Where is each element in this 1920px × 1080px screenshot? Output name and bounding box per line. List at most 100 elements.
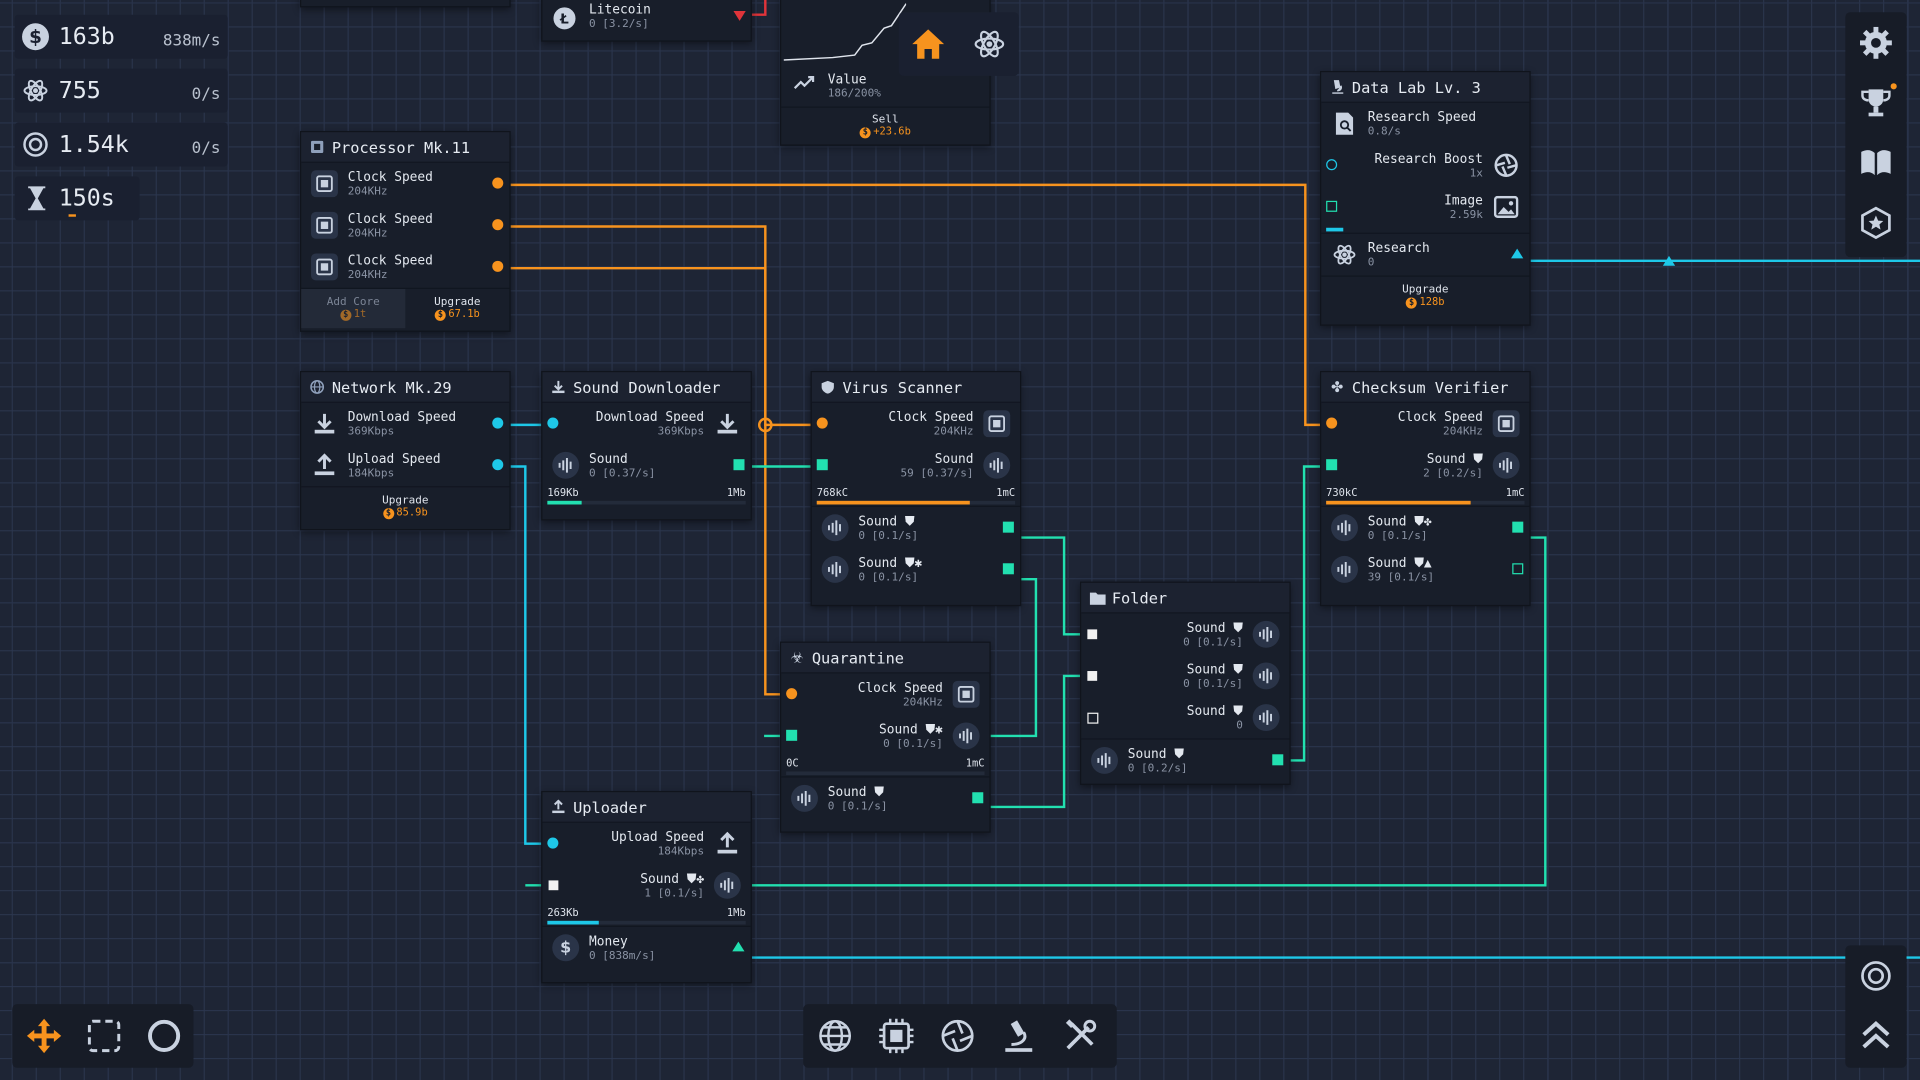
clock-input-port[interactable] [816, 417, 828, 429]
progress-max: 1mC [1505, 487, 1525, 500]
sound-input-port[interactable] [816, 459, 828, 471]
quarantine-header[interactable]: ☣ Quarantine [781, 642, 990, 674]
clock-input-port[interactable] [786, 688, 798, 700]
folder-header[interactable]: Folder [1081, 582, 1290, 614]
clock-output-port[interactable] [492, 260, 504, 272]
row-value: 204KHz [347, 269, 388, 282]
sound-input-port[interactable] [786, 729, 798, 741]
sell-button[interactable]: Sell $+23.6b [781, 106, 990, 145]
sound-input-port[interactable] [1087, 629, 1098, 640]
processor-upgrade-button[interactable]: Upgrade $67.1b [405, 289, 509, 328]
settings-button[interactable] [1854, 21, 1898, 65]
upgrade-cost: 85.9b [396, 506, 428, 520]
sound-downloader-header[interactable]: Sound Downloader [542, 372, 751, 403]
guide-button[interactable] [1854, 141, 1898, 185]
clock-input-row: Clock Speed 204KHz [1321, 403, 1529, 445]
research-category-button[interactable] [997, 1014, 1041, 1058]
virus-icon: ✱ [935, 722, 943, 738]
download-input-row: Download Speed 369Kbps [542, 403, 750, 445]
target-icon [22, 131, 49, 158]
uploader-node[interactable]: Uploader Upload Speed 184Kbps Sound ⛊✤ 1… [541, 791, 752, 984]
tools-icon [1065, 1019, 1097, 1050]
litecoin-node[interactable]: Ł Litecoin 0 [3.2/s] [541, 0, 752, 42]
row-label: Sound ⛊ [1127, 746, 1184, 762]
research-output-row: Research 0 [1321, 234, 1529, 276]
clock-output-port[interactable] [492, 177, 504, 189]
data-lab-node[interactable]: Data Lab Lv. 3 Research Speed 0.8/s Rese… [1320, 71, 1531, 326]
sound-input-port[interactable] [548, 880, 559, 891]
quarantine-node[interactable]: ☣ Quarantine Clock Speed 204KHz Sound ⛊✱… [780, 641, 991, 833]
virus-scanner-node[interactable]: Virus Scanner Clock Speed 204KHz Sound 5… [810, 371, 1022, 607]
chip-icon [311, 211, 338, 239]
coin-icon: $ [382, 507, 394, 519]
clock-input-port[interactable] [1326, 417, 1338, 429]
sound-output-port[interactable] [1002, 563, 1014, 575]
select-tool-button[interactable] [82, 1014, 126, 1058]
wire-clock-3 [502, 266, 793, 696]
prestige-button[interactable] [1854, 201, 1898, 245]
clock-output-port[interactable] [492, 219, 504, 231]
home-tab[interactable] [906, 22, 950, 66]
virus-icon: ✱ [914, 555, 923, 571]
sound-wave-icon [552, 451, 580, 479]
chip-icon [983, 410, 1011, 438]
network-upgrade-button[interactable]: Upgrade $85.9b [301, 487, 509, 526]
row-label: Sound [588, 451, 628, 467]
sound-output-port[interactable] [1512, 521, 1524, 533]
row-value: 0 [0.2/s] [1127, 762, 1188, 776]
move-tool-button[interactable] [22, 1014, 66, 1058]
data-lab-upgrade-button[interactable]: Upgrade $128b [1321, 277, 1529, 316]
sound-output-port[interactable] [733, 459, 745, 471]
network-node[interactable]: Network Mk.29 Download Speed 369Kbps Upl… [300, 371, 511, 531]
folder-node[interactable]: Folder Sound ⛊ 0 [0.1/s] Sound ⛊ 0 [0.1/… [1080, 581, 1291, 785]
circle-tool-button[interactable] [142, 1014, 186, 1058]
sound-output-port[interactable] [972, 792, 984, 804]
sound-input-port[interactable] [1326, 459, 1338, 471]
download-input-port[interactable] [547, 417, 559, 429]
litecoin-output-port[interactable] [733, 11, 746, 21]
network-header[interactable]: Network Mk.29 [301, 372, 510, 403]
research-output-port[interactable] [1511, 248, 1524, 259]
network-category-button[interactable] [813, 1014, 857, 1058]
progress-max: 1mC [965, 757, 985, 771]
junction-node [757, 417, 773, 433]
upload-input-port[interactable] [547, 837, 559, 849]
checksum-header[interactable]: ✤ Checksum Verifier [1321, 372, 1530, 403]
research-tab[interactable] [967, 22, 1011, 66]
processor-row-1: Clock Speed 204KHz [301, 163, 509, 205]
shield-icon: ⛊ [1174, 746, 1184, 762]
processor-header[interactable]: Processor Mk.11 [301, 132, 510, 163]
money-output-port[interactable] [732, 941, 745, 952]
processor-category-button[interactable] [874, 1014, 918, 1058]
sound-output-port-empty[interactable] [1512, 563, 1524, 575]
sound-output-port[interactable] [1272, 754, 1284, 766]
checksum-verifier-node[interactable]: ✤ Checksum Verifier Clock Speed 204KHz S… [1320, 371, 1531, 607]
sound-wave-icon [1252, 662, 1280, 690]
dollar-icon: $ [552, 934, 580, 962]
sound-input-port[interactable] [1087, 671, 1098, 681]
uploader-header[interactable]: Uploader [542, 792, 751, 823]
sound-output-port[interactable] [1002, 521, 1014, 533]
processing-category-button[interactable] [936, 1014, 980, 1058]
tools-category-button[interactable] [1058, 1014, 1102, 1058]
gear-icon [1860, 26, 1892, 59]
achievements-button[interactable] [1854, 81, 1898, 125]
image-input-port[interactable] [1326, 200, 1338, 212]
upload-output-port[interactable] [492, 459, 504, 471]
progress-current: 169Kb [547, 487, 579, 500]
data-lab-header[interactable]: Data Lab Lv. 3 [1321, 72, 1530, 103]
progress-max: 1mC [996, 487, 1016, 500]
add-core-button[interactable]: Add Core $1t [301, 288, 406, 329]
sound-downloader-node[interactable]: Sound Downloader Download Speed 369Kbps … [541, 371, 752, 521]
download-output-port[interactable] [492, 417, 504, 429]
row-label: Sound ⛊ [1186, 704, 1243, 719]
boost-input-port[interactable] [1326, 159, 1338, 171]
collapse-button[interactable] [1854, 1013, 1898, 1057]
sound-input-port-empty[interactable] [1087, 712, 1099, 724]
processor-node[interactable]: Processor Mk.11 Clock Speed 204KHz Clock… [300, 131, 511, 332]
litecoin-icon: Ł [553, 7, 576, 30]
token-button[interactable] [1854, 954, 1898, 998]
wire-sound-3 [977, 577, 1038, 738]
virus-scanner-header[interactable]: Virus Scanner [811, 372, 1021, 403]
